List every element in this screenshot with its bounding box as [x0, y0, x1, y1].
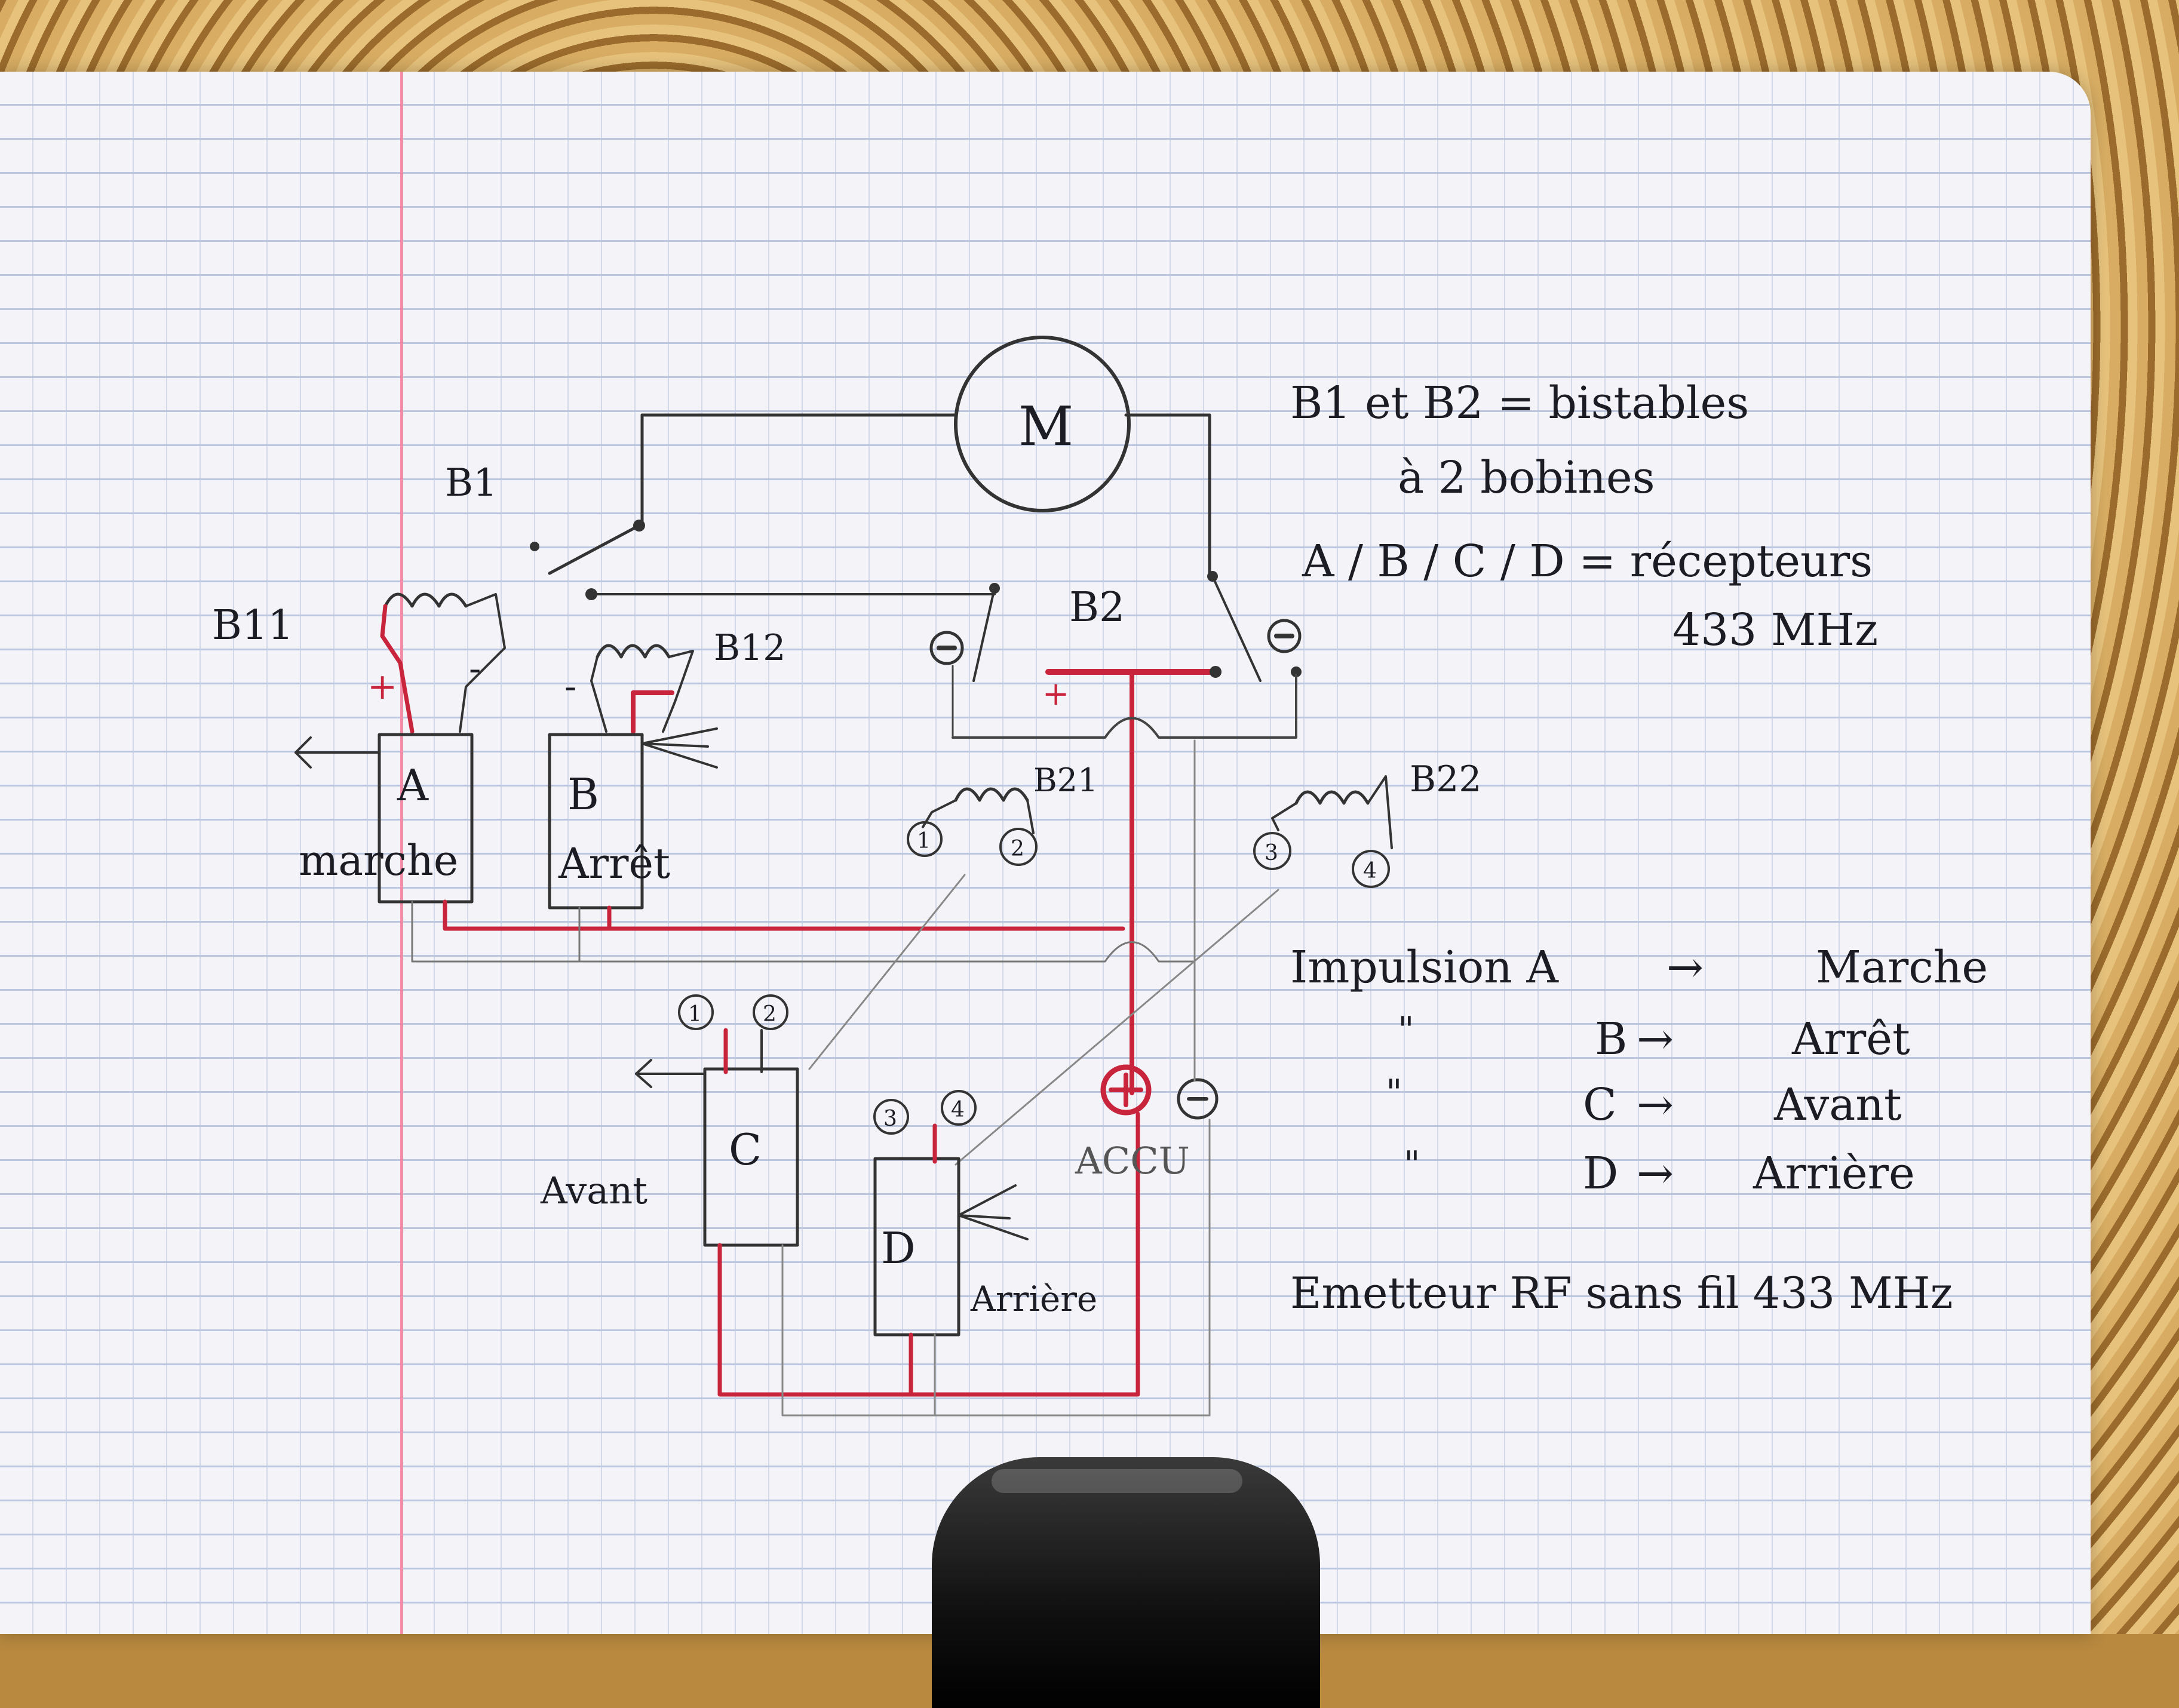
b2-plus-label: + — [1042, 675, 1069, 712]
box-a-letter: A — [397, 760, 429, 810]
b22-t3: 3 — [1265, 841, 1278, 865]
box-a-sub: marche — [299, 836, 458, 885]
minus-bus — [952, 674, 1297, 739]
footer-note: Emetteur RF sans fil 433 MHz — [1290, 1268, 1953, 1318]
legend-row1-arrow: → — [1667, 942, 1704, 993]
c-t1: 1 — [688, 1002, 702, 1027]
b21-t2: 2 — [1011, 837, 1024, 861]
pencil-link-b21-c — [808, 874, 966, 1070]
box-c-side: Avant — [540, 1169, 647, 1212]
legend-row2-ditto: " — [1398, 1009, 1414, 1051]
note-line3: A / B / C / D = récepteurs — [1302, 536, 1873, 587]
minus-terminal-right — [1267, 619, 1302, 653]
c-t2: 2 — [763, 1002, 777, 1027]
b11-plus-label: + — [367, 666, 397, 708]
legend-row3-val: Avant — [1773, 1079, 1902, 1131]
label-b12: B12 — [714, 627, 785, 669]
legend-row4-key: D — [1583, 1148, 1618, 1199]
b11-minus-label: - — [469, 648, 481, 690]
c-terminal-1 — [678, 994, 714, 1030]
box-a — [378, 733, 474, 904]
motor-label: M — [1018, 395, 1073, 458]
accu-plus-terminal — [1100, 1064, 1152, 1116]
box-c-antenna-tip — [635, 1059, 652, 1088]
box-d-side: Arrière — [970, 1279, 1097, 1319]
legend-row2-arrow: → — [1637, 1013, 1674, 1065]
legend-row4-val: Arrière — [1753, 1148, 1915, 1199]
pencil-link-b22-d — [955, 889, 1279, 1166]
box-a-antenna-tip — [294, 736, 312, 769]
note-line4: 433 MHz — [1672, 604, 1878, 656]
b2-left-blade — [972, 587, 996, 682]
minus-terminal-left — [929, 631, 964, 665]
b22-terminal-4 — [1352, 850, 1390, 888]
b21-t1: 1 — [917, 829, 931, 853]
b22-t4: 4 — [1363, 859, 1377, 883]
d-terminal-4 — [941, 1090, 977, 1126]
accu-label: ACCU — [1075, 1139, 1190, 1182]
box-c — [703, 1067, 799, 1247]
box-d-letter: D — [881, 1223, 916, 1273]
legend-row4-ditto: " — [1404, 1144, 1420, 1185]
legend-row2-val: Arrêt — [1791, 1013, 1910, 1065]
b12-minus-label: - — [564, 666, 576, 708]
legend-row3-ditto: " — [1386, 1072, 1402, 1114]
red-plus-bus — [443, 899, 1125, 931]
label-b21: B21 — [1033, 761, 1098, 799]
legend-row3-arrow: → — [1637, 1079, 1674, 1131]
b2-bar-end — [1210, 666, 1222, 678]
box-c-letter: C — [729, 1125, 762, 1175]
rf-remote-control — [932, 1457, 1320, 1708]
box-b-letter: B — [567, 769, 599, 819]
b1-switch-blade — [548, 524, 641, 575]
legend-row1-key: Impulsion A — [1290, 942, 1559, 993]
d-t3: 3 — [883, 1107, 897, 1131]
label-b2: B2 — [1069, 584, 1125, 631]
b2-right-blade — [1211, 575, 1262, 682]
b22-leg-r — [1367, 775, 1393, 849]
b21-terminal-1 — [907, 821, 943, 857]
motor-circle — [954, 336, 1131, 512]
pencil-minus-bus — [411, 901, 1196, 963]
b1-contact — [530, 542, 539, 551]
note-line1: B1 et B2 = bistables — [1290, 377, 1749, 429]
label-b22: B22 — [1410, 758, 1481, 800]
label-b1: B1 — [445, 461, 498, 505]
b22-coil — [1294, 790, 1370, 805]
label-b11: B11 — [212, 602, 294, 649]
c-terminal-2 — [753, 994, 788, 1030]
b12-leg-left — [590, 656, 607, 733]
remote-highlight — [992, 1469, 1242, 1493]
note-line2: à 2 bobines — [1398, 452, 1655, 503]
accu-minus-terminal — [1177, 1078, 1219, 1120]
wiring-diagram: B1 B11 B12 B2 B21 B22 M + - - + A marche… — [212, 336, 1988, 1417]
b21-leg-r — [1026, 799, 1035, 834]
b12-coil — [596, 644, 671, 659]
b2-right-contact — [1291, 666, 1302, 677]
red-bottom-bus — [717, 1111, 1140, 1397]
d-terminal-3 — [873, 1099, 909, 1135]
b12-leg-right — [662, 650, 694, 733]
b22-leg-l — [1271, 802, 1297, 831]
legend-row4-arrow: → — [1637, 1148, 1674, 1199]
b11-coil — [383, 592, 468, 608]
d-t4: 4 — [951, 1098, 965, 1122]
b22-terminal-3 — [1253, 832, 1291, 870]
legend-row1-val: Marche — [1816, 942, 1988, 993]
box-b-sub: Arrêt — [558, 839, 670, 888]
legend-row3-key: C — [1583, 1079, 1617, 1131]
box-d-antenna — [957, 1184, 1029, 1240]
b12-red-mark — [631, 690, 674, 734]
paper-margin-line — [400, 72, 403, 1634]
b11-leg-right — [459, 593, 506, 733]
box-d — [873, 1157, 960, 1337]
b21-coil — [954, 787, 1029, 802]
legend-row2-key: B — [1595, 1013, 1627, 1065]
b11-leg-left — [380, 604, 415, 734]
box-b-antenna — [641, 727, 718, 769]
b21-terminal-2 — [999, 828, 1038, 866]
box-b — [548, 733, 644, 910]
notebook-paper — [0, 72, 2091, 1634]
